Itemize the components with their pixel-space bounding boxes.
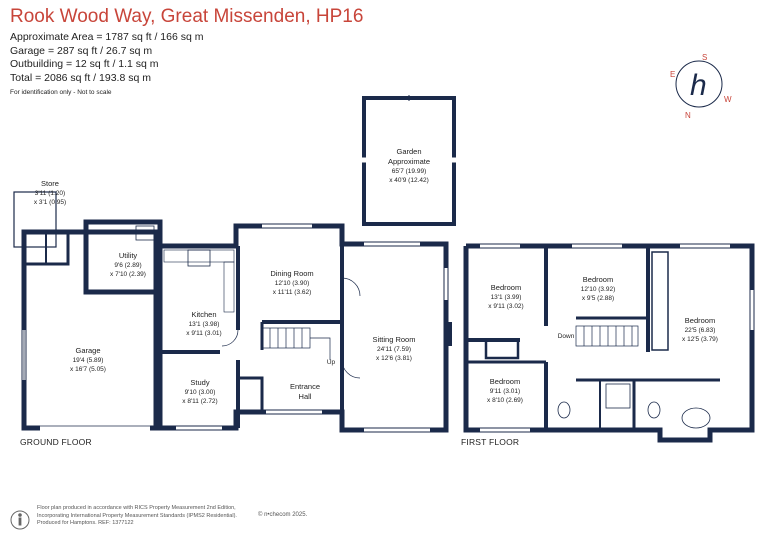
kitchen-label: Kitchen xyxy=(191,310,216,319)
kitchen-door-swing xyxy=(221,329,239,347)
study-dims-1: 9'10 (3.00) xyxy=(185,389,216,396)
ground-floor-label: GROUND FLOOR xyxy=(20,437,92,447)
bed4-dims-1: 9'11 (3.01) xyxy=(490,388,520,395)
sitting-door-swing xyxy=(341,277,361,297)
approximate-area: Approximate Area = 1787 sq ft / 166 sq m xyxy=(10,31,204,43)
first-floor-walls xyxy=(463,243,755,443)
ensuite-toilet-icon xyxy=(647,401,661,419)
study-dims-2: x 8'11 (2.72) xyxy=(182,398,217,405)
bed4-label: Bedroom xyxy=(490,377,520,386)
stairs-down-label: Down xyxy=(558,333,575,340)
garden-dims-1: 65'7 (19.99) xyxy=(392,168,427,175)
sitting-label: Sitting Room xyxy=(373,335,416,344)
compass-w: W xyxy=(724,95,732,104)
landing-cupboard xyxy=(484,338,520,360)
bed2-label: Bedroom xyxy=(583,275,613,284)
stairs-up-label: Up xyxy=(327,359,336,366)
dining-dims-2: x 11'11 (3.62) xyxy=(273,289,312,296)
compass-circle-icon xyxy=(675,60,723,108)
footer-brand: © n•checom 2025. xyxy=(258,512,308,518)
footer-notes: Floor plan produced in accordance with R… xyxy=(37,505,237,528)
outbuilding-area: Outbuilding = 12 sq ft / 1.1 sq m xyxy=(10,58,159,70)
garden-label-2: Approximate xyxy=(388,157,430,166)
compass-s: S xyxy=(702,53,707,62)
kitchen-hob-icon xyxy=(187,249,211,267)
shower-icon xyxy=(605,383,631,409)
compass-logo: h xyxy=(690,69,707,102)
entrance-label-2: Hall xyxy=(299,392,312,401)
store-dims-1: 3'11 (1.20) xyxy=(35,190,65,197)
toilet-icon xyxy=(557,401,571,419)
cloakroom-walls xyxy=(236,376,264,414)
bed1-dims-1: 13'1 (3.99) xyxy=(491,294,522,301)
bed1-dims-2: x 9'11 (3.02) xyxy=(488,303,523,310)
ground-staircase xyxy=(261,327,331,360)
store-outline xyxy=(13,191,57,248)
bed4-dims-2: x 8'10 (2.69) xyxy=(487,397,523,404)
garden-outbuilding xyxy=(360,95,458,226)
footer-line-1: Floor plan produced in accordance with R… xyxy=(37,505,236,511)
bath-icon xyxy=(681,407,711,429)
utility-dims-1: 9'6 (2.89) xyxy=(114,262,141,269)
bed2-dims-2: x 9'5 (2.88) xyxy=(582,295,614,302)
study-label: Study xyxy=(190,378,209,387)
ground-floor-walls xyxy=(13,191,452,433)
kitchen-dims-2: x 9'11 (3.01) xyxy=(186,330,221,337)
rics-person-icon xyxy=(10,510,30,530)
utility-label: Utility xyxy=(119,251,138,260)
bed3-dims-2: x 12'5 (3.79) xyxy=(682,336,718,343)
bed3-dims-1: 22'5 (6.83) xyxy=(685,327,716,334)
utility-sink-icon xyxy=(135,225,155,241)
first-staircase xyxy=(575,325,639,347)
garden-dims-2: x 40'9 (12.42) xyxy=(389,177,429,184)
garden-label-1: Garden xyxy=(396,147,421,156)
footer-line-2: Incorporating International Property Mea… xyxy=(37,512,237,519)
garage-label: Garage xyxy=(75,346,100,355)
bed3-wardrobe xyxy=(651,251,669,351)
garage-area: Garage = 287 sq ft / 26.7 sq m xyxy=(10,44,153,57)
room-labels: Garden Approximate 65'7 (19.99) x 40'9 (… xyxy=(34,147,718,405)
bed2-dims-1: 12'10 (3.92) xyxy=(581,286,616,293)
area-summary: Approximate Area = 1787 sq ft / 166 sq m… xyxy=(10,31,204,85)
kitchen-counter xyxy=(163,249,235,263)
entrance-label-1: Entrance xyxy=(290,382,320,391)
garage-dims-1: 19'4 (5.89) xyxy=(73,357,104,364)
utility-dims-2: x 7'10 (2.39) xyxy=(110,271,146,278)
sitting-dims-2: x 12'6 (3.81) xyxy=(376,355,412,362)
bed3-label: Bedroom xyxy=(685,316,715,325)
kitchen-dims-1: 13'1 (3.98) xyxy=(189,321,220,328)
kitchen-side-counter xyxy=(223,261,235,313)
bed1-label: Bedroom xyxy=(491,283,521,292)
first-floor-label: FIRST FLOOR xyxy=(461,437,520,447)
fireplace xyxy=(444,322,452,346)
sitting-dims-1: 24'11 (7.59) xyxy=(377,346,411,353)
total-area: Total = 2086 sq ft / 193.8 sq m xyxy=(10,71,151,84)
page-title: Rook Wood Way, Great Missenden, HP16 xyxy=(10,6,364,27)
compass: h S W N E xyxy=(670,53,732,120)
garage-dims-2: x 16'7 (5.05) xyxy=(70,366,106,373)
identification-note: For identification only - Not to scale xyxy=(10,89,112,96)
footer-line-3: Produced for Hamptons. REF: 1377122 xyxy=(37,520,134,527)
compass-n: N xyxy=(685,111,691,120)
store-label: Store xyxy=(41,179,59,188)
dining-door-swing xyxy=(341,359,361,379)
compass-e: E xyxy=(670,70,675,79)
store-dims-2: x 3'1 (0.95) xyxy=(34,199,66,206)
dining-dims-1: 12'10 (3.90) xyxy=(275,280,310,287)
dining-label: Dining Room xyxy=(270,269,313,278)
